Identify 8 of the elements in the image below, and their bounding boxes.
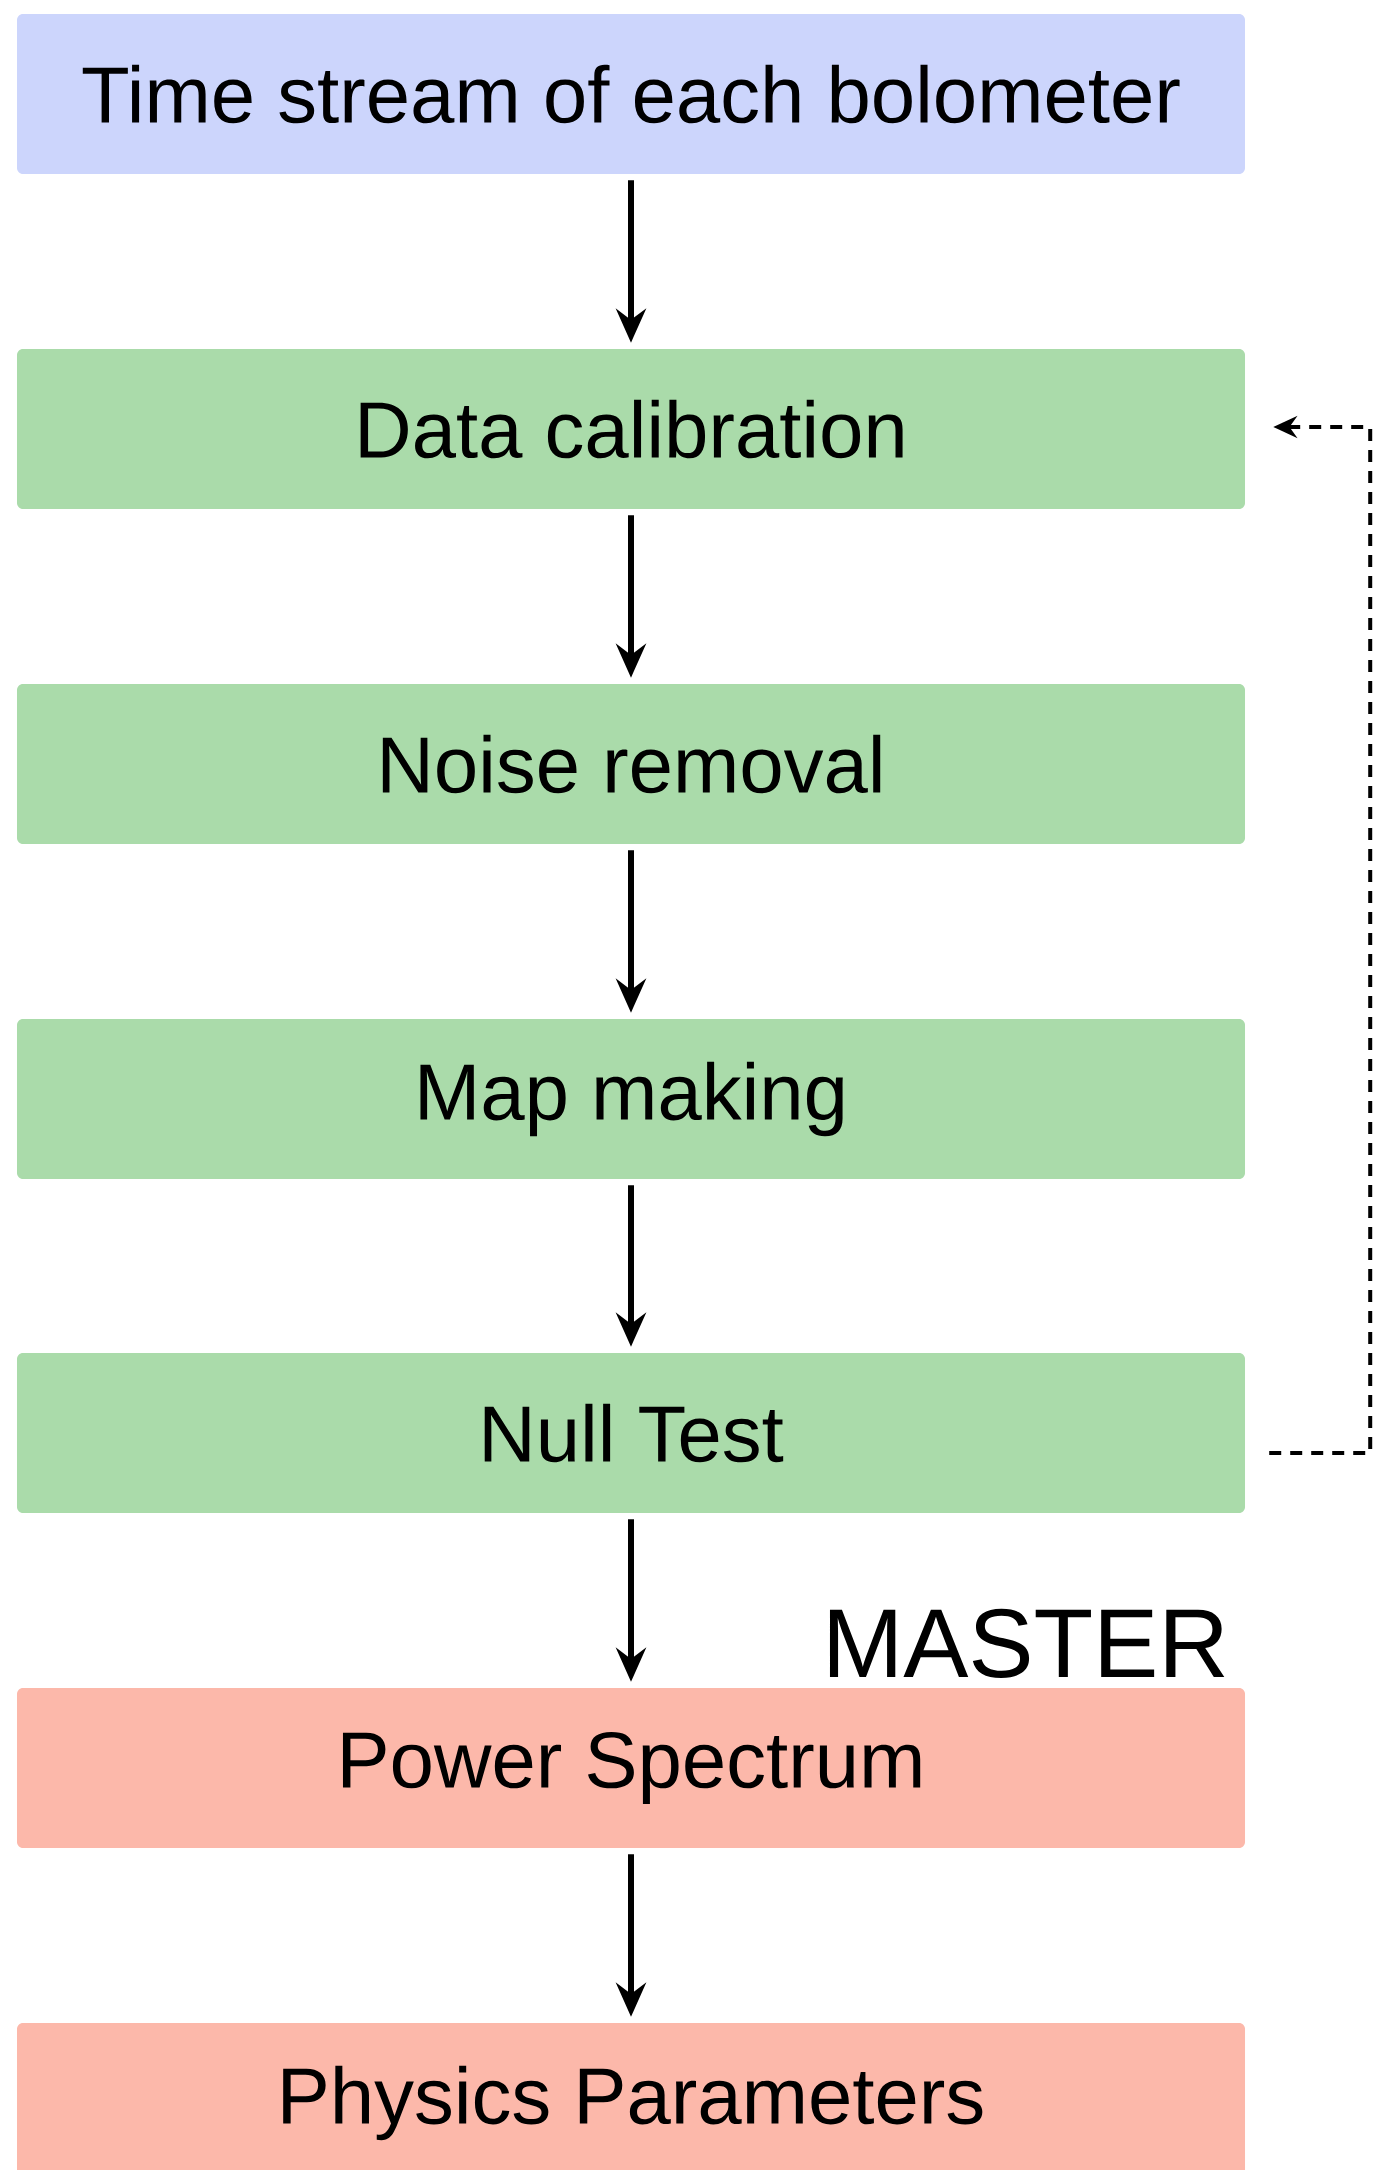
process-box: Physics Parameters (17, 2023, 1245, 2170)
process-box: Power Spectrum (17, 1688, 1245, 1848)
label-text: MASTER (830, 1608, 1225, 1678)
process-box: Data calibration (17, 349, 1245, 509)
process-box: Time stream of each bolometer (17, 14, 1245, 174)
process-box: Noise removal (17, 684, 1245, 844)
process-box: Null Test (17, 1353, 1245, 1513)
process-box: Map making (17, 1019, 1245, 1179)
